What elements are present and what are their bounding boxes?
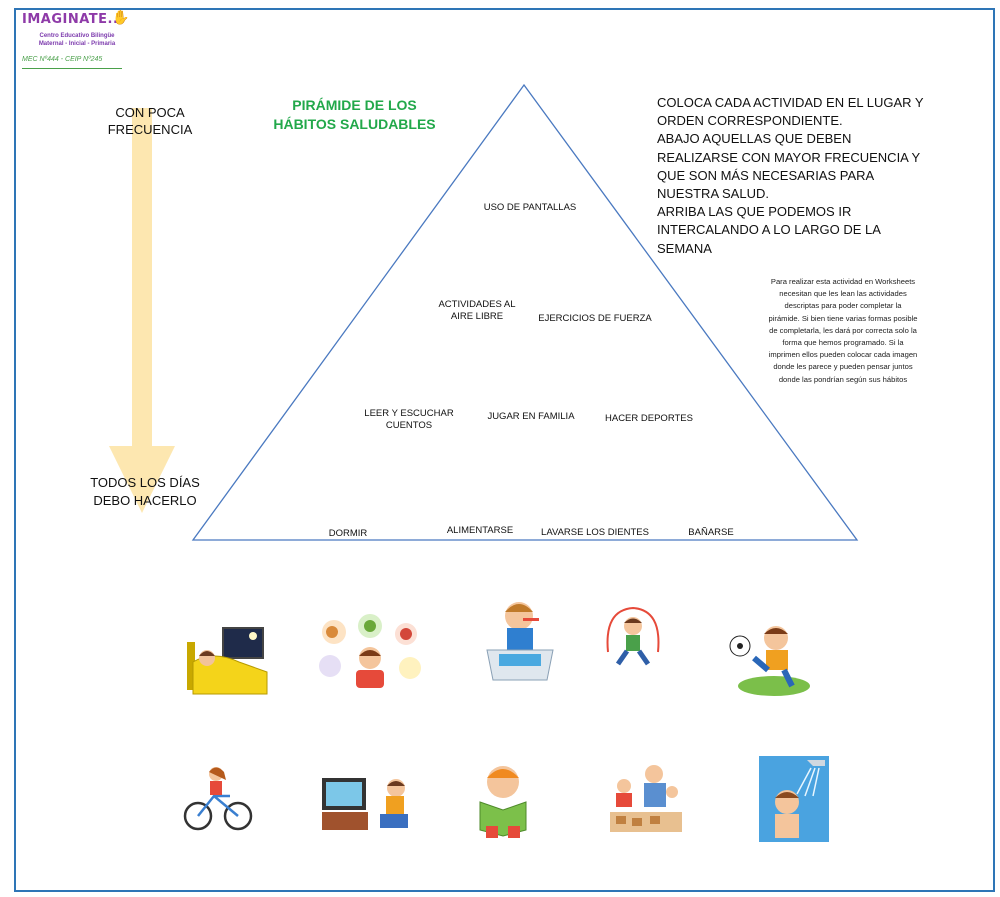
logo-subtitle-1: Centro Educativo Bilingüe <box>39 33 115 39</box>
low-frequency-label: CON POCA FRECUENCIA <box>107 105 193 137</box>
jump-rope-child-image[interactable] <box>600 604 666 672</box>
logo-underline <box>22 68 122 69</box>
sleeping-child-image[interactable] <box>183 622 271 700</box>
label-strength-exercises[interactable]: EJERCICIOS DE FUERZA <box>538 313 652 324</box>
label-family-play[interactable]: JUGAR EN FAMILIA <box>487 411 575 422</box>
label-reading-stories[interactable]: LEER Y ESCUCHAR CUENTOS <box>364 408 454 431</box>
label-eating[interactable]: ALIMENTARSE <box>446 525 514 536</box>
logo-subtitle: Centro Educativo Bilingüe Maternal - Ini… <box>22 32 132 48</box>
teacher-note: Para realizar esta actividad en Workshee… <box>768 277 918 384</box>
family-game-child-image[interactable] <box>606 760 686 836</box>
reading-child-image[interactable] <box>474 762 532 840</box>
healthy-food-child-image[interactable] <box>316 614 424 690</box>
tooth-brushing-child-image[interactable] <box>483 594 557 686</box>
logo-title: IMAGINATE... <box>22 12 124 27</box>
frequency-arrow <box>109 108 175 513</box>
bicycle-child-image[interactable] <box>182 764 254 834</box>
hand-icon: ✋ <box>112 9 130 25</box>
label-sleep[interactable]: DORMIR <box>328 528 368 539</box>
label-screen-use[interactable]: USO DE PANTALLAS <box>483 202 577 213</box>
instructions: COLOCA CADA ACTIVIDAD EN EL LUGAR Y ORDE… <box>657 94 927 258</box>
soccer-child-image[interactable] <box>728 620 812 700</box>
instruction-3: ARRIBA LAS QUE PODEMOS IR INTERCALANDO A… <box>657 204 881 256</box>
worksheet-frame <box>14 8 995 892</box>
tv-watching-child-image[interactable] <box>320 774 412 834</box>
label-bathing[interactable]: BAÑARSE <box>688 527 734 538</box>
daily-frequency-label: TODOS LOS DÍAS DEBO HACERLO <box>90 475 200 508</box>
logo-registration: MEC Nº444 - CEIP Nº245 <box>22 56 103 63</box>
pyramid-title: PIRÁMIDE DE LOS HÁBITOS SALUDABLES <box>273 97 436 132</box>
logo-subtitle-2: Maternal - Inicial - Primaria <box>38 41 116 47</box>
label-sports[interactable]: HACER DEPORTES <box>605 413 693 424</box>
instruction-2: ABAJO AQUELLAS QUE DEBEN REALIZARSE CON … <box>657 131 920 202</box>
label-outdoor-activities[interactable]: ACTIVIDADES AL AIRE LIBRE <box>438 299 516 322</box>
shower-child-image[interactable] <box>757 754 831 844</box>
label-teeth-brushing[interactable]: LAVARSE LOS DIENTES <box>541 527 649 538</box>
pyramid-triangle <box>191 83 859 541</box>
instruction-1: COLOCA CADA ACTIVIDAD EN EL LUGAR Y ORDE… <box>657 95 924 129</box>
